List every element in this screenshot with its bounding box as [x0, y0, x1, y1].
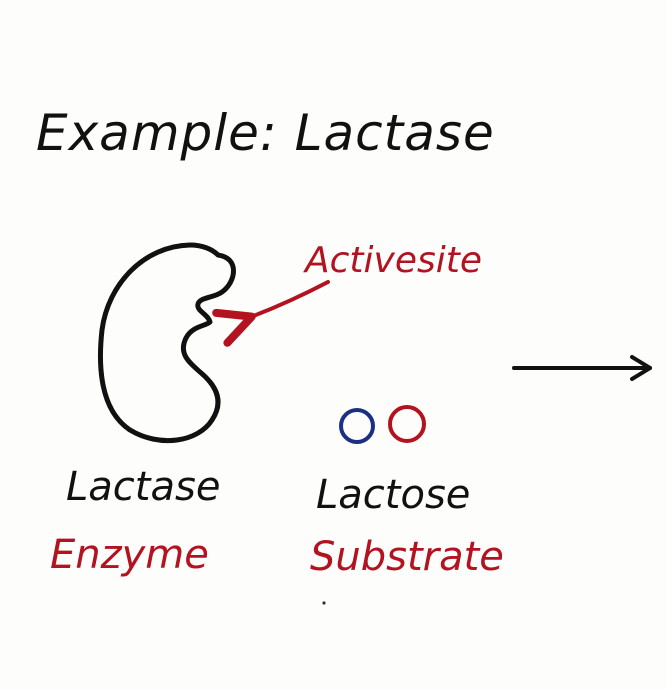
- page-title: Example: Lactase: [36, 104, 495, 162]
- stray-marker-dot: [322, 601, 326, 605]
- active-site-arrow: [212, 280, 330, 347]
- active-site-label: Activesite: [303, 240, 482, 281]
- enzyme-role-label: Enzyme: [50, 532, 209, 578]
- substrate-name-label: Lactose: [316, 472, 470, 518]
- lactose-galactose-circle: [388, 405, 426, 443]
- substrate-role-label: Substrate: [310, 534, 504, 580]
- lactase-enzyme-shape: [98, 242, 236, 444]
- lactose-glucose-circle: [339, 408, 375, 444]
- enzyme-name-label: Lactase: [66, 464, 220, 510]
- reaction-arrow-head: [630, 355, 652, 381]
